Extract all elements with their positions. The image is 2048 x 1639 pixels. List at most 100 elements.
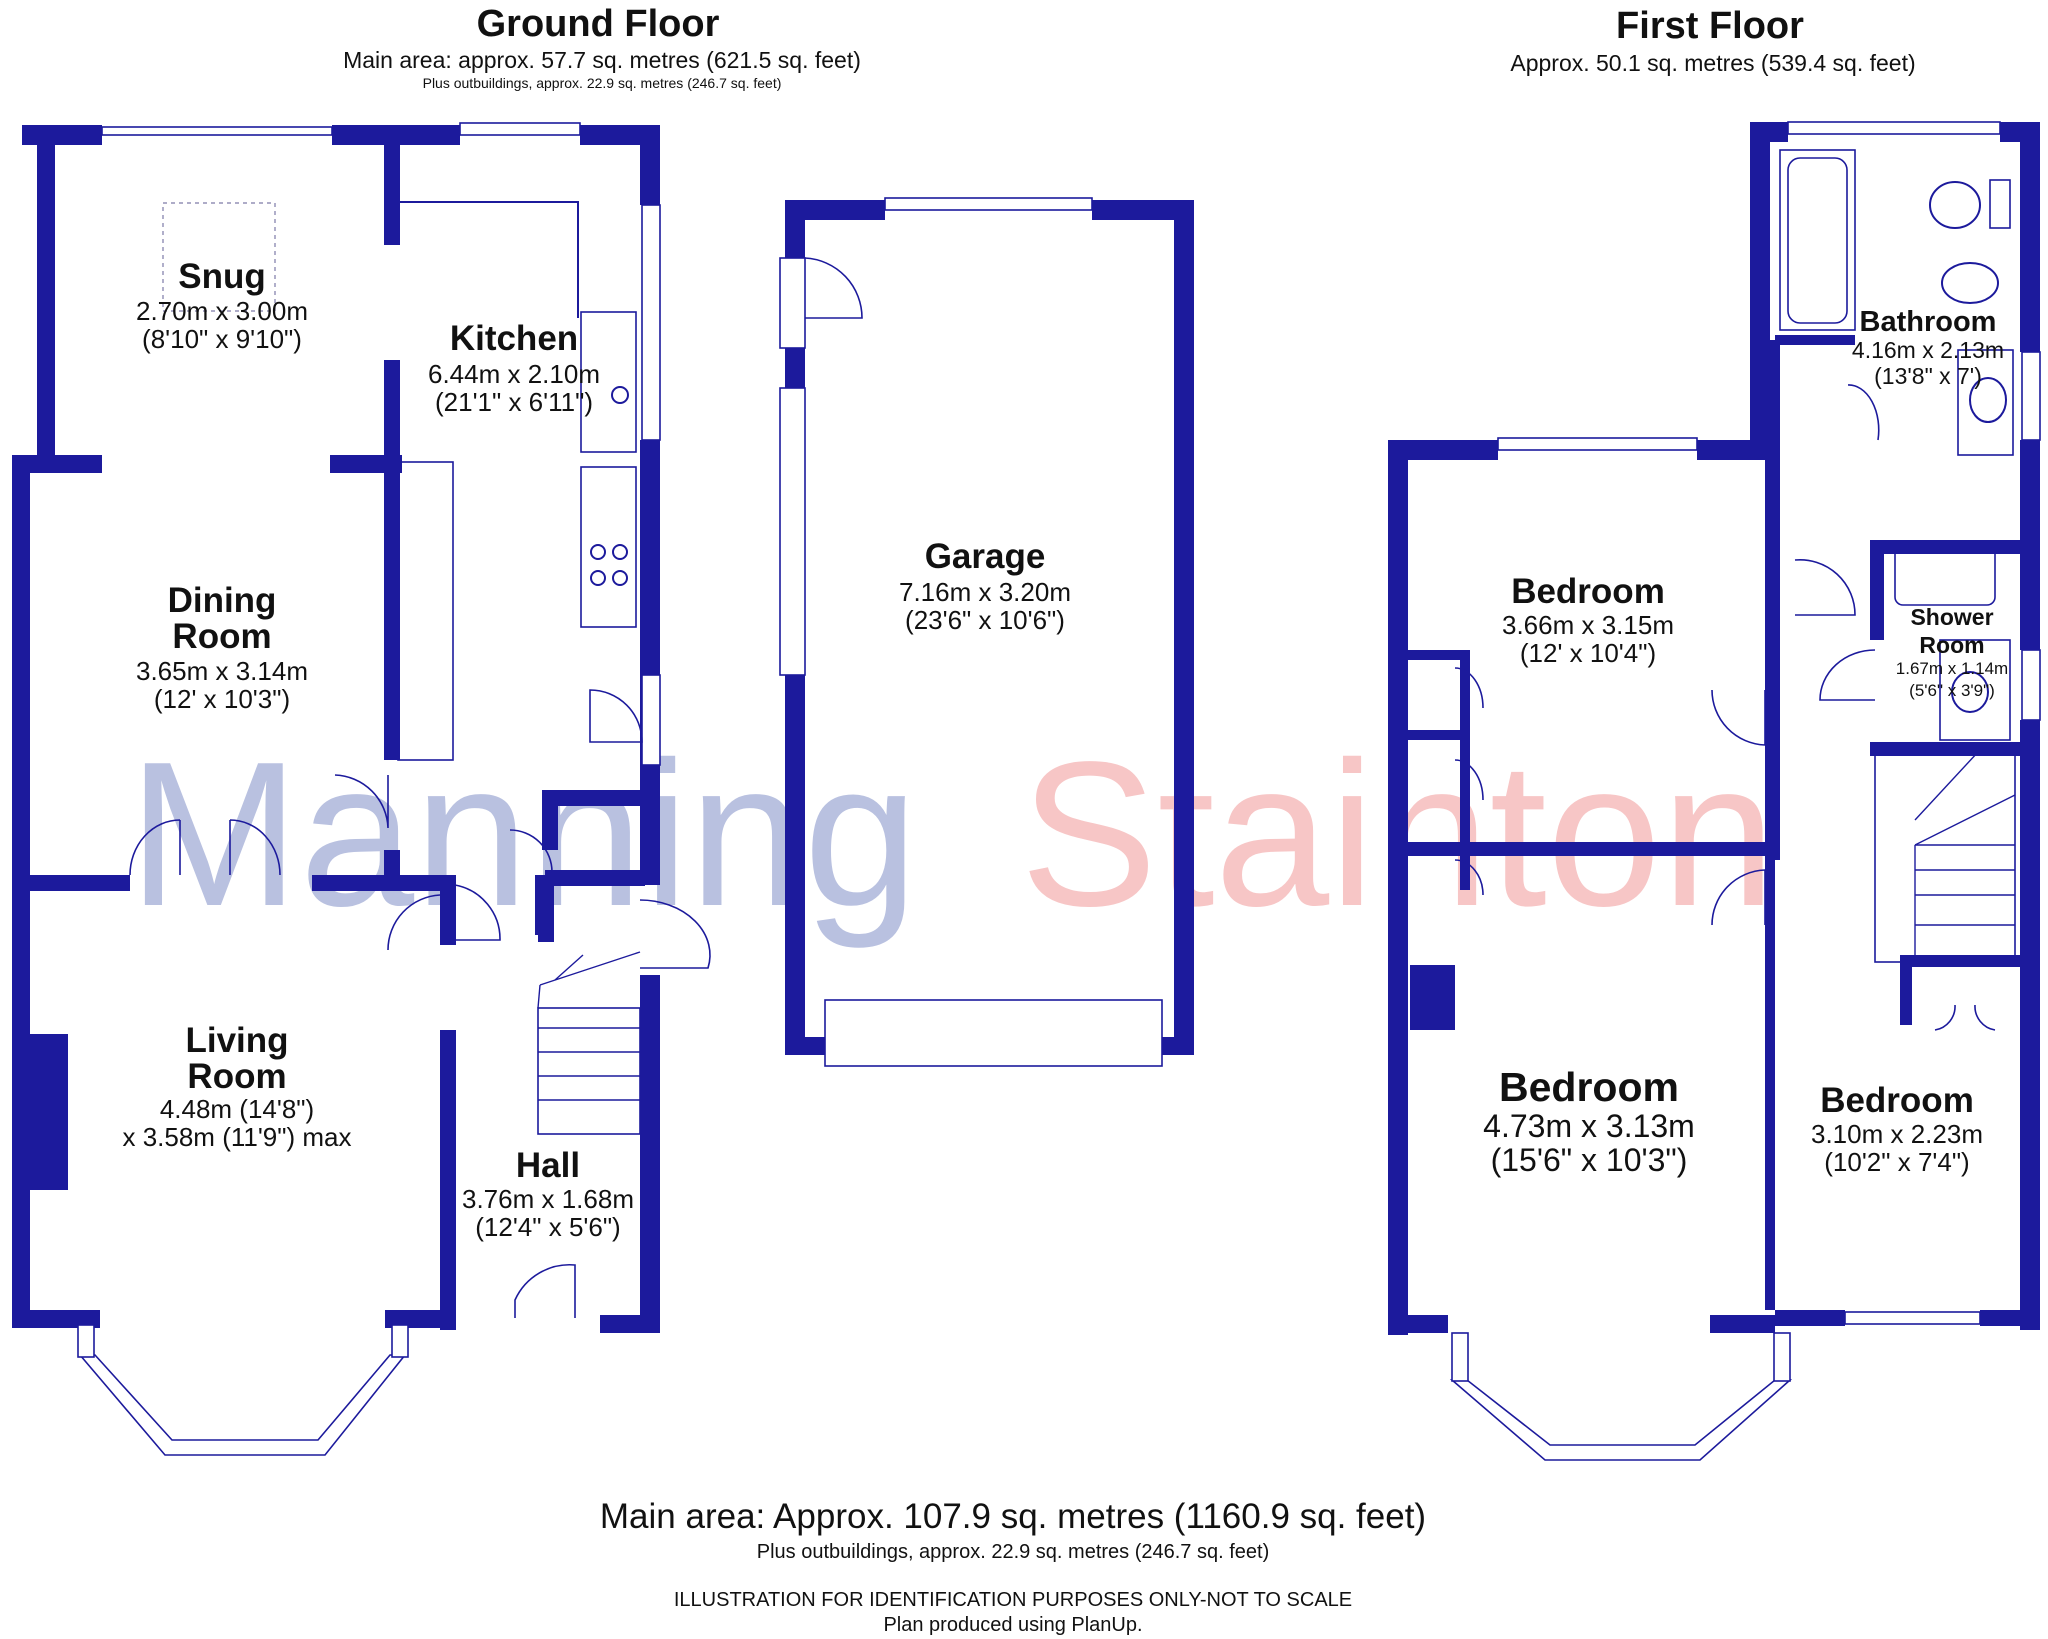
wall	[384, 850, 400, 880]
wall	[12, 875, 130, 891]
dining-double-door-swing	[129, 819, 281, 876]
ground-floor-title: Ground Floor	[477, 3, 720, 45]
wall	[1870, 742, 2035, 756]
ground-floor-area: Main area: approx. 57.7 sq. metres (621.…	[343, 47, 861, 73]
total-outbuildings: Plus outbuildings, approx. 22.9 sq. metr…	[757, 1541, 1270, 1563]
window	[1787, 121, 2001, 135]
wall	[2020, 720, 2040, 1330]
wall	[640, 765, 660, 885]
bedroom3-wardrobe-swing	[1934, 1004, 1996, 1031]
bedroom3-dim-imperial: (10'2" x 7'4")	[1824, 1147, 1969, 1177]
wall	[1870, 540, 2035, 554]
garage-dim-metric: 7.16m x 3.20m	[899, 577, 1071, 607]
wall	[785, 675, 805, 1055]
wall	[1388, 440, 1498, 460]
garage-dim-imperial: (23'6" x 10'6")	[905, 605, 1065, 635]
wall	[1980, 1310, 2040, 1326]
first-floor-title: First Floor	[1616, 5, 1804, 47]
window	[641, 204, 661, 441]
hob-ring-icon	[612, 570, 628, 586]
wall	[1405, 842, 1765, 856]
wall	[1775, 335, 1855, 345]
fireplace	[28, 1034, 68, 1190]
wall	[440, 1030, 456, 1330]
front-entry-door-swing	[514, 1263, 576, 1318]
bedroom2-name: Bedroom	[1499, 1064, 1679, 1110]
wall	[1697, 440, 1767, 460]
wall	[785, 200, 885, 220]
shower-room-name-line1: Shower	[1910, 604, 1993, 630]
wall	[1765, 765, 1775, 1310]
wall	[2020, 122, 2040, 352]
dining-dim-metric: 3.65m x 3.14m	[136, 656, 308, 686]
wall	[542, 790, 642, 806]
hob-ring-icon	[590, 570, 606, 586]
bedroom1-door-swing	[1711, 689, 1766, 746]
wall	[22, 125, 102, 145]
bedroom2-dim-imperial: (15'6" x 10'3")	[1491, 1142, 1688, 1178]
wall	[1460, 650, 1470, 890]
cupboard-door-swing	[509, 829, 553, 873]
wall	[535, 875, 553, 935]
wall	[1765, 340, 1780, 860]
living-dim-line2: x 3.58m (11'9") max	[122, 1122, 351, 1152]
ground-floor-outbuildings: Plus outbuildings, approx. 22.9 sq. metr…	[423, 75, 782, 91]
wall	[640, 125, 660, 205]
plan-credit: Plan produced using PlanUp.	[883, 1614, 1142, 1636]
wall	[785, 200, 805, 258]
front-door-swing	[639, 899, 711, 969]
wall	[1162, 1037, 1194, 1055]
dining-name-line1: Dining	[168, 581, 277, 620]
dining-dim-imperial: (12' x 10'3")	[154, 684, 290, 714]
wall	[1405, 650, 1465, 660]
wall	[545, 870, 645, 886]
side-door	[779, 257, 806, 349]
garage-plan	[779, 197, 1194, 1055]
hall-door-swing	[454, 884, 501, 941]
back-door	[641, 674, 661, 766]
wall	[1905, 955, 2025, 967]
wall	[1900, 955, 1912, 1025]
living-name-line1: Living	[185, 1021, 288, 1060]
window	[459, 122, 581, 136]
wall	[1388, 440, 1408, 1335]
snug-name: Snug	[178, 257, 265, 296]
basin-icon	[1969, 377, 2007, 423]
kitchen-worktop-top	[398, 201, 579, 318]
chimney-breast	[1410, 965, 1455, 1030]
disclaimer: ILLUSTRATION FOR IDENTIFICATION PURPOSES…	[674, 1589, 1352, 1611]
shower-basin-icon	[1951, 671, 1989, 713]
ground-floor-plan	[12, 122, 1163, 1456]
kitchen-name: Kitchen	[450, 319, 578, 358]
wall	[384, 145, 400, 245]
window	[884, 197, 1093, 211]
wall	[385, 1310, 445, 1328]
window	[1773, 1332, 1791, 1382]
snug-dim-imperial: (8'10" x 9'10")	[142, 324, 302, 354]
toilet-cistern	[1989, 179, 2011, 229]
window	[1497, 437, 1698, 451]
bay-window	[1449, 1379, 1793, 1461]
bedroom2-door-swing	[1711, 869, 1766, 926]
kitchen-worktop-side	[580, 466, 637, 628]
hall-dim-imperial: (12'4" x 5'6")	[475, 1212, 620, 1242]
window	[77, 1324, 95, 1358]
bathroom-name: Bathroom	[1860, 306, 1997, 338]
shower-room-name-line2: Room	[1919, 632, 1984, 658]
window	[1844, 1311, 1981, 1325]
bathroom-door-swing	[1847, 384, 1880, 441]
bedroom3-name: Bedroom	[1820, 1081, 1974, 1120]
total-area: Main area: Approx. 107.9 sq. metres (116…	[600, 1497, 1426, 1536]
wall	[440, 875, 456, 945]
sink-drainer	[580, 311, 637, 453]
bedroom3-dim-metric: 3.10m x 2.23m	[1811, 1119, 1983, 1149]
window	[2021, 649, 2041, 721]
wall	[1174, 200, 1194, 1055]
window	[779, 387, 806, 676]
wall	[1870, 540, 1884, 640]
skylight-outline	[162, 202, 276, 312]
living-door-swing	[387, 894, 441, 951]
back-door-swing	[589, 689, 643, 743]
wall	[600, 1315, 660, 1333]
bay-window	[78, 1354, 407, 1456]
